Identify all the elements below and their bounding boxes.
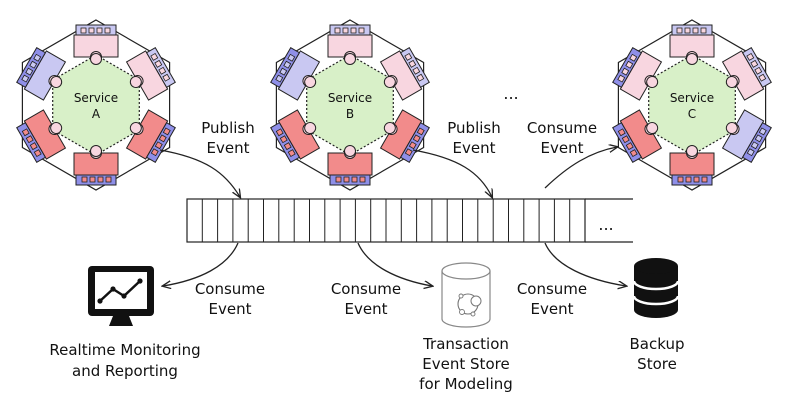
- consume-c-label-1: Consume: [527, 119, 597, 137]
- consume-arrow-monitor: [163, 242, 239, 286]
- monitor-icon: [88, 266, 154, 326]
- consume-arrow-c: [544, 147, 617, 189]
- publish-b-label-2: Event: [453, 139, 496, 157]
- publish-a-label-2: Event: [207, 139, 250, 157]
- publish-arrow-b: [412, 149, 492, 197]
- consume-store-label-1: Consume: [331, 280, 401, 298]
- consume-monitor-label-2: Event: [209, 300, 252, 318]
- consume-arrow-store: [357, 242, 432, 286]
- monitor-label-1: Realtime Monitoring: [49, 341, 200, 359]
- queue-ellipsis: ...: [598, 215, 613, 234]
- service-c-hexagon: [612, 19, 772, 191]
- consume-backup-label-1: Consume: [517, 280, 587, 298]
- event-store-label-3: for Modeling: [419, 375, 513, 393]
- service-c-label-2: C: [688, 107, 696, 121]
- service-b-hexagon: [270, 19, 430, 191]
- service-c-label-1: Service: [670, 91, 714, 105]
- backup-database-icon: [632, 258, 680, 318]
- monitor-label-2: and Reporting: [72, 362, 178, 380]
- publish-arrow-a: [159, 149, 240, 197]
- publish-a-label-1: Publish: [201, 119, 254, 137]
- publish-b-label-1: Publish: [447, 119, 500, 137]
- service-b-label-1: Service: [328, 91, 372, 105]
- event-store-label-1: Transaction: [422, 335, 509, 353]
- service-a-label-2: A: [92, 107, 101, 121]
- service-a-hexagon: [16, 19, 176, 191]
- consume-store-label-2: Event: [345, 300, 388, 318]
- service-b-label-2: B: [346, 107, 354, 121]
- service-a-label-1: Service: [74, 91, 118, 105]
- event-queue: [186, 198, 633, 243]
- consume-backup-label-2: Event: [531, 300, 574, 318]
- backup-label-1: Backup: [630, 335, 685, 353]
- event-store-cylinder-icon: [441, 262, 491, 328]
- consume-arrow-backup: [544, 242, 626, 286]
- event-store-label-2: Event Store: [422, 355, 509, 373]
- more-services-ellipsis: ...: [503, 84, 518, 103]
- backup-label-2: Store: [637, 355, 677, 373]
- consume-c-label-2: Event: [541, 139, 584, 157]
- consume-monitor-label-1: Consume: [195, 280, 265, 298]
